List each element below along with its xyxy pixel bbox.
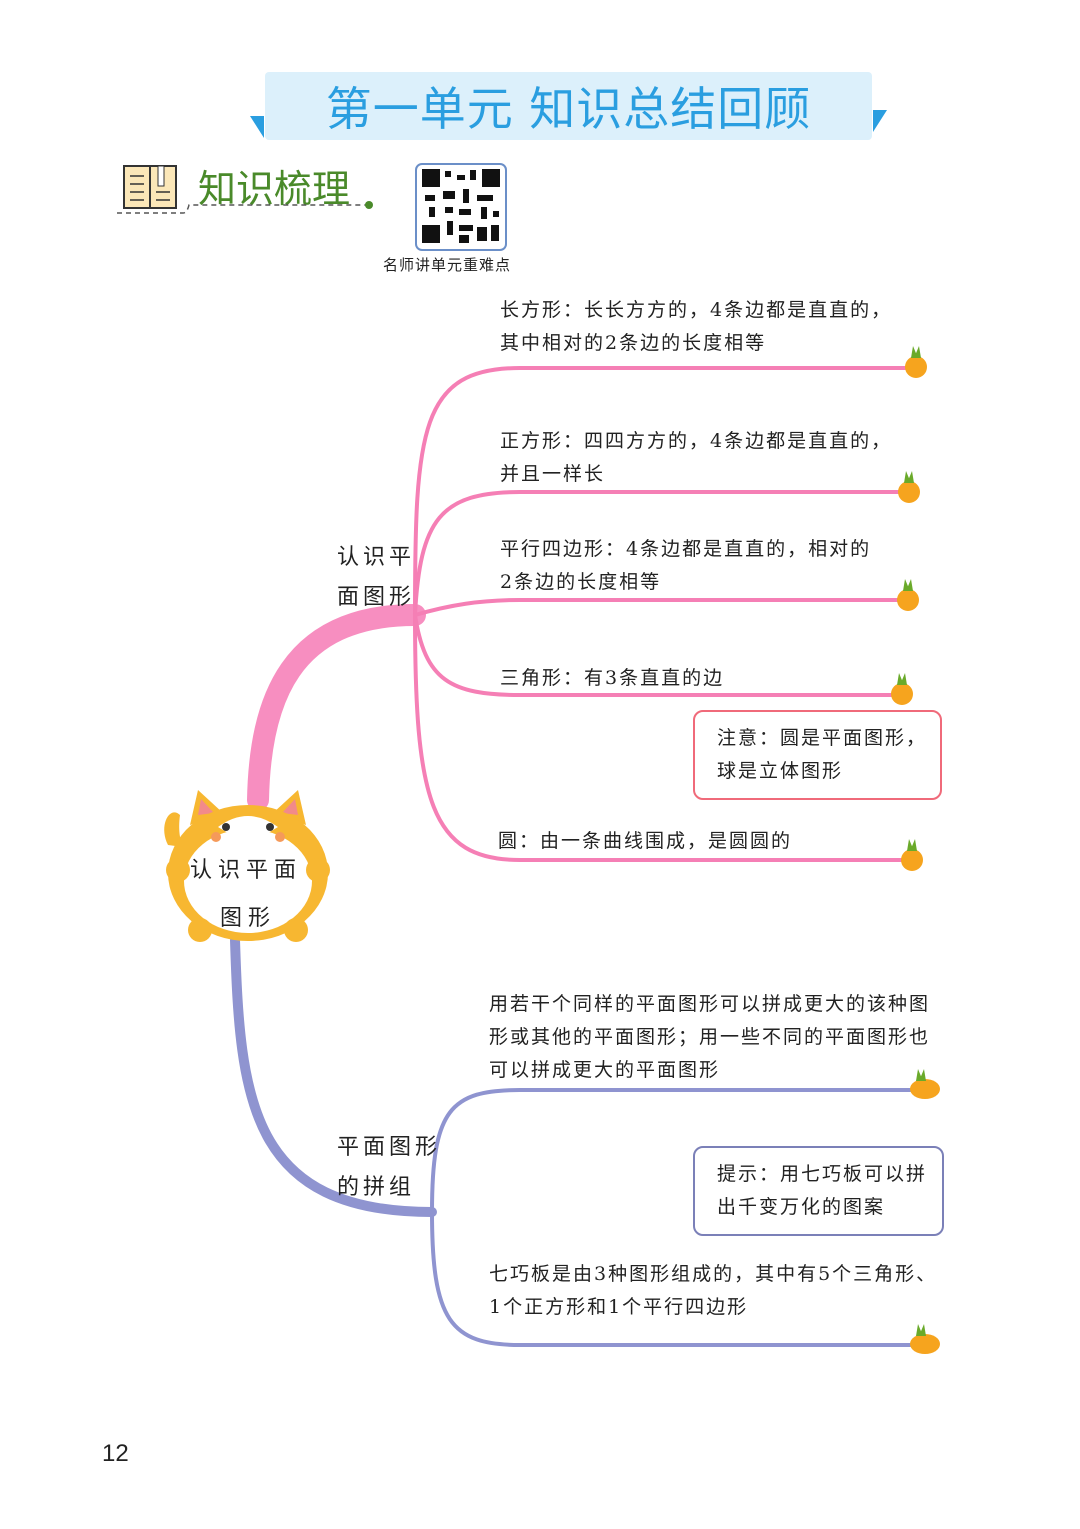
branch1-label-line2: 面图形 [337, 585, 416, 610]
page-number: 12 [102, 1440, 129, 1467]
dashed-underline [117, 201, 373, 214]
tangram-text: 七巧板是由3种图形组成的，其中有5个三角形、1个正方形和1个平行四边形 [489, 1263, 938, 1318]
pineapple-icon [891, 683, 913, 705]
book-icon [123, 165, 177, 209]
combination-text: 用若干个同样的平面图形可以拼成更大的该种图形或其他的平面图形；用一些不同的平面图… [489, 993, 931, 1081]
fruit-icon [910, 1079, 940, 1099]
note-box-pink: 注意：圆是平面图形，球是立体图形 [693, 710, 942, 800]
pineapple-icon [898, 481, 920, 503]
qr-code[interactable] [415, 163, 507, 251]
branch1-label-line1: 认识平 [337, 545, 416, 570]
pineapple-icon [901, 849, 923, 871]
circle-text: 圆：由一条曲线围成，是圆圆的 [498, 830, 793, 852]
center-line2: 图形 [220, 906, 277, 931]
rectangle-text: 长方形：长长方方的，4条边都是直直的，其中相对的2条边的长度相等 [500, 299, 893, 354]
square-text: 正方形：四四方方的，4条边都是直直的，并且一样长 [500, 430, 893, 485]
cat-frame-icon [164, 790, 330, 942]
unit-title: 第一单元 知识总结回顾 [325, 82, 812, 136]
branch2-label-line2: 的拼组 [337, 1175, 416, 1200]
pineapple-icon [897, 589, 919, 611]
branch2-label-line1: 平面图形 [337, 1135, 442, 1160]
note-box-purple: 提示：用七巧板可以拼出千变万化的图案 [693, 1146, 944, 1236]
fruit-icon [910, 1334, 940, 1354]
pineapple-icon [905, 356, 927, 378]
banner-right-triangle [873, 110, 887, 132]
section-title: 知识梳理 [198, 167, 351, 211]
qr-caption: 名师讲单元重难点 [383, 256, 512, 274]
banner-left-triangle [250, 116, 264, 138]
unit-title-banner: 第一单元 知识总结回顾 [265, 72, 872, 140]
triangle-text: 三角形：有3条直直的边 [500, 667, 725, 689]
center-line1: 认识平面 [190, 858, 303, 883]
branch-main-pink [247, 604, 426, 811]
